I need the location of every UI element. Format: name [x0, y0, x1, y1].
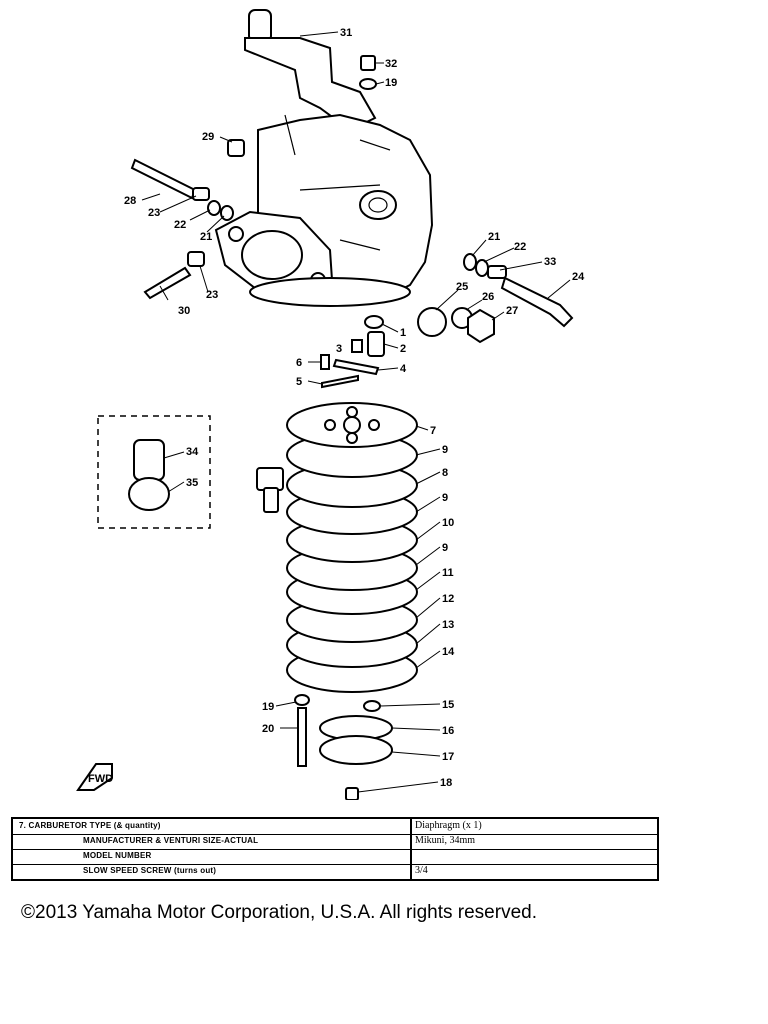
- callout-31: 31: [340, 27, 352, 39]
- callout-25: 25: [456, 281, 468, 293]
- leader-lines: [141, 31, 571, 793]
- carburetor-spec-table: 7. CARBURETOR TYPE (& quantity) Diaphrag…: [11, 817, 659, 881]
- part-5-pin: [321, 374, 359, 389]
- forward-direction-marker: FWD: [76, 763, 113, 791]
- callout-22-left: 22: [174, 219, 186, 231]
- forward-label: FWD: [88, 773, 113, 785]
- callout-27: 27: [506, 305, 518, 317]
- callout-32: 32: [385, 58, 397, 70]
- callout-30: 30: [178, 305, 190, 317]
- callout-15: 15: [442, 699, 454, 711]
- table-row: MANUFACTURER & VENTURI SIZE-ACTUAL Mikun…: [13, 834, 657, 850]
- optional-parts-inset: [97, 415, 211, 529]
- part-23-spring-upper: [192, 187, 210, 201]
- callout-20: 20: [262, 723, 274, 735]
- callout-29: 29: [202, 131, 214, 143]
- carburetor-body: [214, 113, 434, 307]
- callout-21-left: 21: [200, 231, 212, 243]
- callout-9-c: 9: [442, 542, 448, 554]
- callout-34: 34: [186, 446, 199, 458]
- part-19-washer-bottom: [294, 694, 310, 706]
- callout-2: 2: [400, 343, 406, 355]
- part-20-bolt: [297, 707, 307, 767]
- row-value: Mikuni, 34mm: [415, 835, 476, 846]
- callout-3: 3: [336, 343, 342, 355]
- callout-33: 33: [544, 256, 556, 268]
- part-25-cap: [417, 307, 447, 337]
- callout-4: 4: [400, 363, 407, 375]
- part-29-screw: [227, 139, 245, 157]
- table-row: 7. CARBURETOR TYPE (& quantity) Diaphrag…: [13, 819, 657, 835]
- part-2-valve: [367, 331, 385, 357]
- callout-6: 6: [296, 357, 302, 369]
- callout-9-a: 9: [442, 444, 448, 456]
- callout-1: 1: [400, 327, 406, 339]
- row-value: Diaphragm (x 1): [415, 820, 482, 831]
- part-31-lever: [244, 9, 377, 132]
- part-15-spring: [363, 700, 381, 712]
- table-row: MODEL NUMBER: [13, 849, 657, 865]
- part-18-screw: [345, 787, 359, 800]
- part-17-cover: [319, 735, 393, 765]
- callout-21-right: 21: [488, 231, 500, 243]
- table-row: SLOW SPEED SCREW (turns out) 3/4: [13, 864, 657, 879]
- diaphragm-stack: [286, 402, 418, 693]
- part-28-needle: [130, 158, 197, 200]
- callout-26: 26: [482, 291, 494, 303]
- part-23-spring-lower: [187, 251, 205, 267]
- part-4-lever: [332, 358, 380, 376]
- elbow-fitting: [256, 467, 284, 513]
- callout-11: 11: [442, 567, 454, 579]
- callout-13: 13: [442, 619, 454, 631]
- part-21-oring-right: [463, 253, 477, 271]
- row-value: 3/4: [415, 865, 428, 876]
- callout-19-bottom: 19: [262, 701, 274, 713]
- part-3-pin: [351, 339, 363, 353]
- part-33-spring: [487, 265, 507, 279]
- part-27-nut: [467, 308, 495, 344]
- callout-18: 18: [440, 777, 452, 789]
- callout-9-b: 9: [442, 492, 448, 504]
- callout-16: 16: [442, 725, 454, 737]
- callouts: 31 32 19 29 28 23 22 21 30 23 21 22 33 2…: [124, 27, 585, 789]
- callout-19-top: 19: [385, 77, 397, 89]
- part-22-washer-left: [207, 200, 221, 216]
- part-1-seal: [364, 315, 384, 329]
- callout-23-upper: 23: [148, 207, 160, 219]
- part-6-screw: [320, 354, 330, 370]
- row-label: MODEL NUMBER: [83, 851, 152, 860]
- part-21-oring-left: [220, 205, 234, 221]
- callout-8: 8: [442, 467, 448, 479]
- callout-28: 28: [124, 195, 136, 207]
- part-22-washer-right: [475, 259, 489, 277]
- callout-10: 10: [442, 517, 454, 529]
- callout-12: 12: [442, 593, 454, 605]
- part-30-needle: [143, 266, 192, 300]
- callout-5: 5: [296, 376, 302, 388]
- part-19-washer-top: [359, 78, 377, 90]
- part-24-screw: [500, 276, 574, 328]
- callout-7: 7: [430, 425, 436, 437]
- part-32-screw: [360, 55, 376, 71]
- callout-14: 14: [442, 646, 455, 658]
- row-label: 7. CARBURETOR TYPE (& quantity): [19, 821, 161, 830]
- callout-24: 24: [572, 271, 585, 283]
- callout-35: 35: [186, 477, 198, 489]
- copyright-notice: ©2013 Yamaha Motor Corporation, U.S.A. A…: [21, 902, 537, 923]
- callout-17: 17: [442, 751, 454, 763]
- row-label: MANUFACTURER & VENTURI SIZE-ACTUAL: [83, 836, 259, 845]
- carburetor-exploded-diagram: FWD: [76, 9, 585, 800]
- row-label: SLOW SPEED SCREW (turns out): [83, 866, 217, 875]
- callout-23-lower: 23: [206, 289, 218, 301]
- callout-22-right: 22: [514, 241, 526, 253]
